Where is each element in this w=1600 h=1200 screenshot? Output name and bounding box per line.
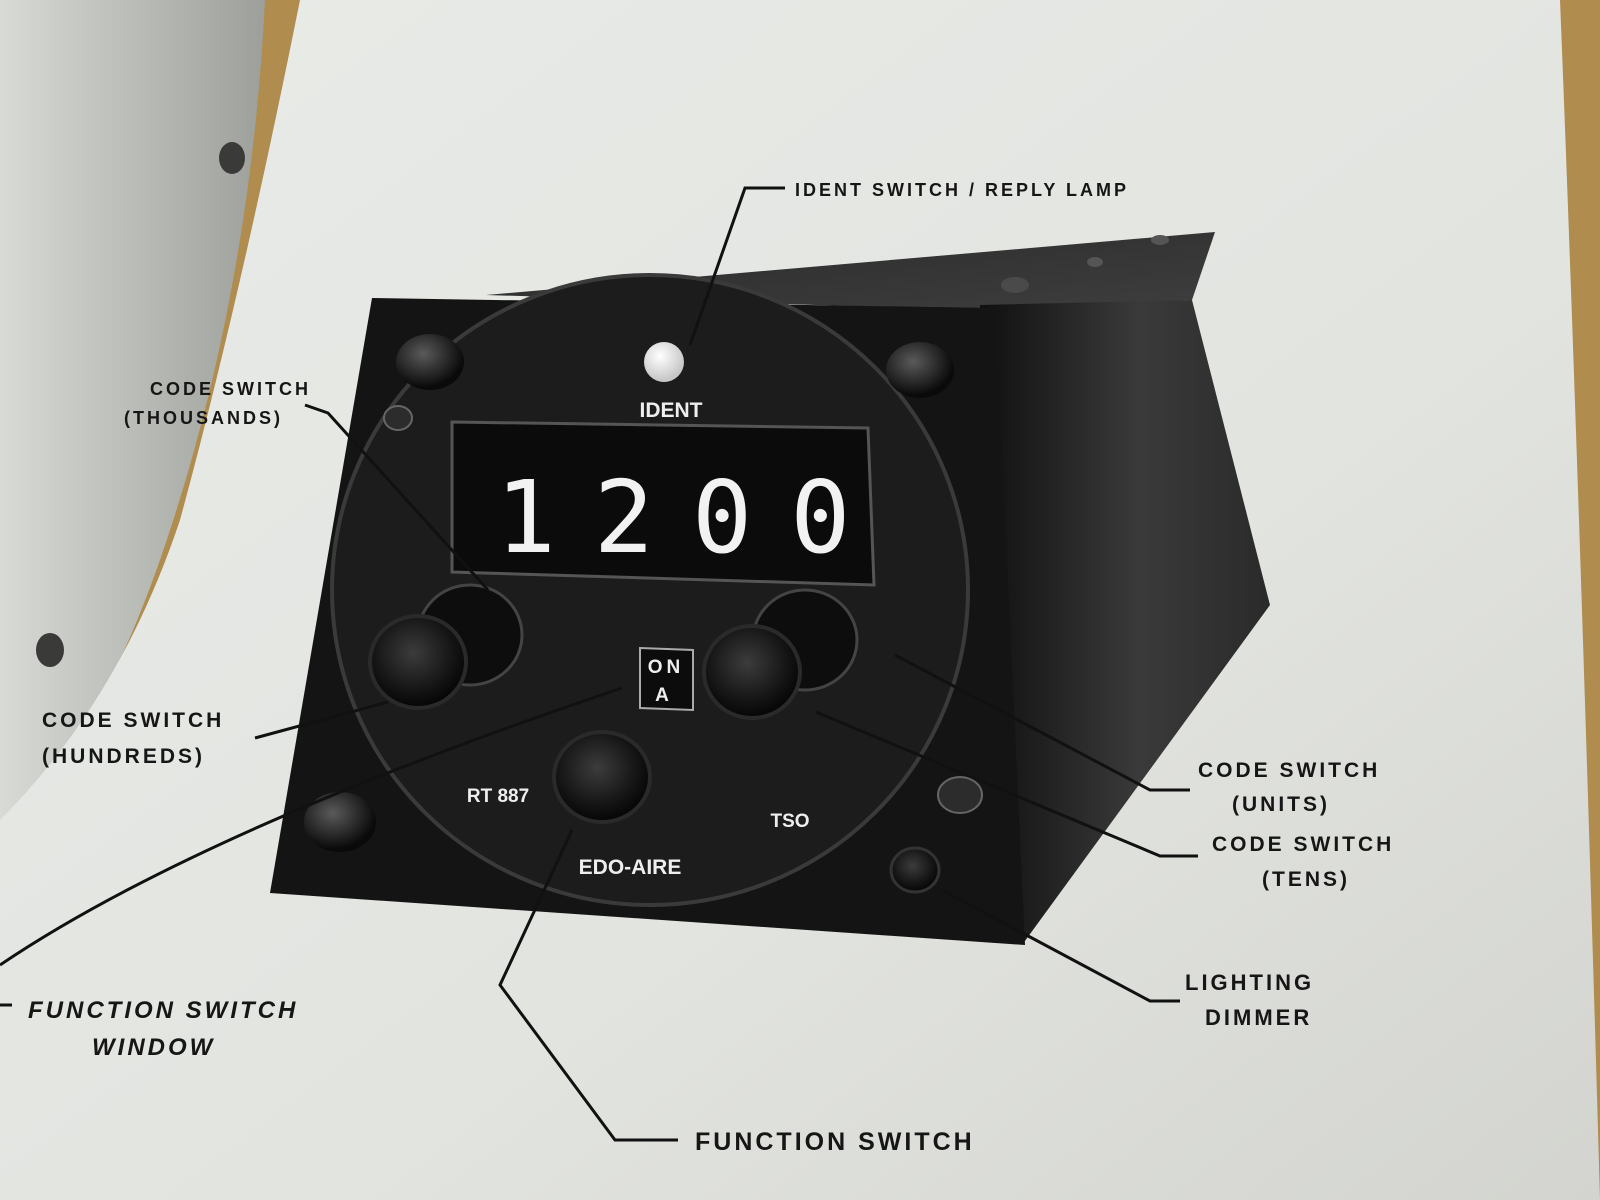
code-switch-hundreds[interactable]	[368, 614, 468, 710]
leader-units	[894, 653, 1190, 792]
callout-thousands-line2: (THOUSANDS)	[124, 408, 283, 428]
unit-side-face	[980, 300, 1270, 945]
ident-reply-lamp[interactable]	[644, 342, 684, 382]
model-label: RT 887	[467, 786, 529, 807]
callout-tens-line2: (TENS)	[1262, 868, 1350, 891]
leader-dimmer	[941, 888, 1180, 1003]
corner-screw	[937, 776, 983, 814]
callout-dimmer-line1: LIGHTING	[1185, 970, 1314, 995]
maker-label: EDO-AIRE	[579, 856, 682, 879]
code-switch-units[interactable]	[702, 624, 802, 720]
left-page	[0, 0, 265, 820]
callout-units-line1: CODE SWITCH	[1198, 759, 1380, 782]
callout-thousands-line1: CODE SWITCH	[150, 379, 311, 399]
callout-units-line2: (UNITS)	[1232, 793, 1330, 816]
callout-leaders	[0, 186, 1198, 1142]
leader-fswitch	[498, 829, 678, 1142]
leader-hundreds	[254, 700, 389, 740]
callout-hundreds-line1: CODE SWITCH	[42, 709, 224, 732]
mount-screw	[383, 405, 413, 431]
callout-ident: IDENT SWITCH / REPLY LAMP	[795, 180, 1129, 200]
binder-hole-top	[219, 142, 245, 174]
code-display-window	[450, 420, 876, 587]
ident-panel-label: IDENT	[640, 399, 703, 422]
callout-dimmer-line2: DIMMER	[1205, 1005, 1312, 1030]
callout-hundreds-line2: (HUNDREDS)	[42, 745, 205, 768]
rear-screw	[1151, 235, 1169, 245]
function-switch-knob[interactable]	[552, 730, 652, 824]
function-switch-window	[639, 646, 694, 712]
rear-screw	[1087, 257, 1103, 267]
binder-hole-bottom	[36, 633, 64, 667]
corner-screw	[396, 334, 464, 390]
leader-tens	[815, 710, 1198, 858]
transponder-unit: IDENT 1200 ON A RT 887 EDO-AIRE TSO	[270, 232, 1270, 945]
corner-screw	[304, 792, 376, 852]
rear-screw	[1001, 277, 1029, 293]
callout-tens-line1: CODE SWITCH	[1212, 833, 1394, 856]
mode-window-line1: ON	[648, 657, 685, 678]
leader-ident	[688, 186, 785, 346]
mode-window-line2: A	[655, 685, 669, 706]
tso-label: TSO	[770, 811, 809, 832]
leader-thousands	[304, 403, 490, 592]
squawk-code-readout: 1200	[496, 459, 889, 576]
callout-fswindow-line2: WINDOW	[92, 1034, 215, 1061]
callout-fswitch: FUNCTION SWITCH	[695, 1128, 975, 1156]
callout-labels: IDENT SWITCH / REPLY LAMP CODE SWITCH (T…	[28, 180, 1394, 1156]
leader-fswindow	[0, 686, 623, 1007]
corner-screw	[886, 342, 954, 398]
lighting-dimmer-knob[interactable]	[889, 846, 941, 894]
callout-fswindow-line1: FUNCTION SWITCH	[28, 997, 298, 1024]
